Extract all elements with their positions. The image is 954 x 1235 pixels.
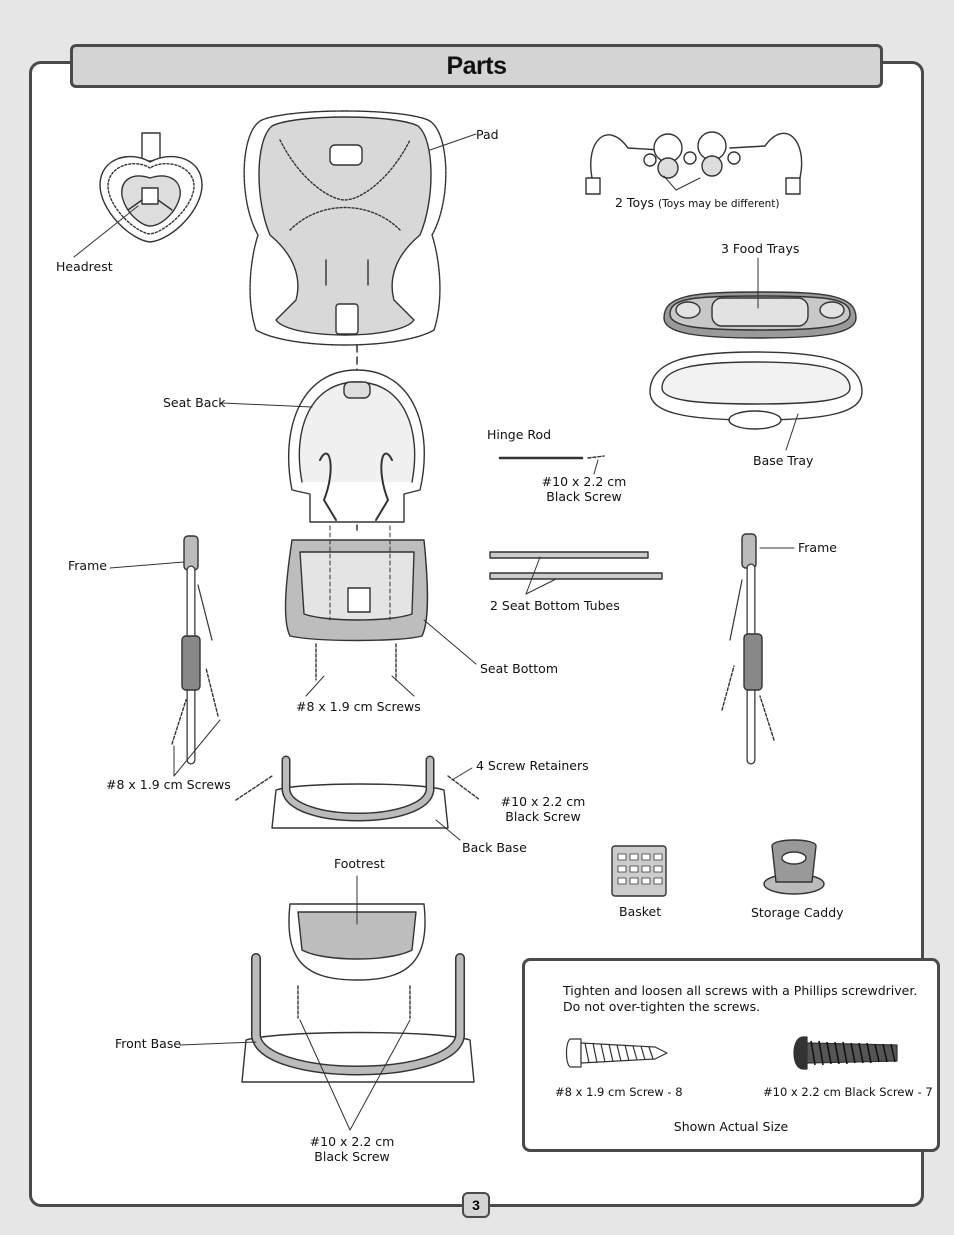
label-front-screw: #10 x 2.2 cm Black Screw — [306, 1134, 398, 1164]
label-headrest: Headrest — [56, 259, 113, 274]
note-line-1: Tighten and loosen all screws with a Phi… — [563, 983, 918, 998]
actual-size-caption: Shown Actual Size — [673, 1119, 789, 1134]
label-hinge-rod: Hinge Rod — [487, 427, 552, 442]
back-base-screw-size: #10 x 2.2 cm — [500, 794, 586, 809]
toys-count: 2 Toys — [615, 195, 654, 210]
label-frame-right: Frame — [798, 540, 837, 555]
back-base-screw-type: Black Screw — [505, 809, 581, 824]
headrest-drawing — [73, 132, 203, 258]
label-pad: Pad — [476, 127, 499, 142]
title-bar: Parts — [70, 44, 883, 88]
seat-bottom-tubes-drawing — [489, 551, 663, 595]
actual-size-screws — [565, 1036, 898, 1070]
label-frame-screws: #8 x 1.9 cm Screws — [106, 777, 231, 792]
toys-drawing — [585, 131, 803, 195]
label-seat-screws: #8 x 1.9 cm Screws — [296, 699, 421, 714]
hinge-rod-drawing — [498, 455, 605, 475]
label-storage-caddy: Storage Caddy — [751, 905, 844, 920]
label-seat-back: Seat Back — [163, 395, 226, 410]
label-food-trays: 3 Food Trays — [721, 241, 800, 256]
label-basket: Basket — [619, 904, 662, 919]
front-screw-size: #10 x 2.2 cm — [309, 1134, 395, 1149]
footrest-drawing — [288, 875, 426, 981]
front-base-drawing — [179, 953, 475, 1131]
food-tray-drawing — [663, 257, 857, 339]
small-screw-icon — [565, 1038, 668, 1068]
screw-note-box: Tighten and loosen all screws with a Phi… — [522, 958, 940, 1152]
small-screw-caption: #8 x 1.9 cm Screw - 8 — [555, 1085, 683, 1099]
label-footrest: Footrest — [334, 856, 385, 871]
back-base-drawing — [235, 755, 481, 841]
hinge-screw-type: Black Screw — [546, 489, 622, 504]
front-screw-type: Black Screw — [314, 1149, 390, 1164]
label-front-base: Front Base — [115, 1036, 182, 1051]
page-number: 3 — [462, 1192, 490, 1218]
pad-drawing — [243, 110, 477, 346]
storage-caddy-drawing — [763, 839, 825, 895]
label-seat-bottom-tubes: 2 Seat Bottom Tubes — [490, 598, 620, 613]
black-screw-icon — [793, 1036, 898, 1070]
black-screw-caption: #10 x 2.2 cm Black Screw - 7 — [763, 1085, 933, 1099]
hinge-screw-size: #10 x 2.2 cm — [541, 474, 627, 489]
page-title: Parts — [446, 51, 507, 80]
left-frame-drawing — [109, 535, 221, 777]
seat-back-drawing — [221, 369, 425, 523]
right-frame-drawing — [721, 533, 795, 765]
label-hinge-screw: #10 x 2.2 cm Black Screw — [538, 474, 630, 504]
label-back-base: Back Base — [462, 840, 527, 855]
label-frame-left: Frame — [68, 558, 107, 573]
label-toys: 2 Toys (Toys may be different) — [615, 195, 780, 212]
label-screw-retainers: 4 Screw Retainers — [476, 758, 589, 773]
base-tray-drawing — [649, 351, 863, 451]
toys-note: (Toys may be different) — [657, 198, 780, 210]
seat-bottom-drawing — [284, 525, 477, 697]
label-seat-bottom: Seat Bottom — [480, 661, 559, 676]
note-line-2: Do not over-tighten the screws. — [563, 999, 761, 1014]
label-back-base-screw: #10 x 2.2 cm Black Screw — [497, 794, 589, 824]
basket-drawing — [611, 845, 667, 897]
label-base-tray: Base Tray — [753, 453, 814, 468]
